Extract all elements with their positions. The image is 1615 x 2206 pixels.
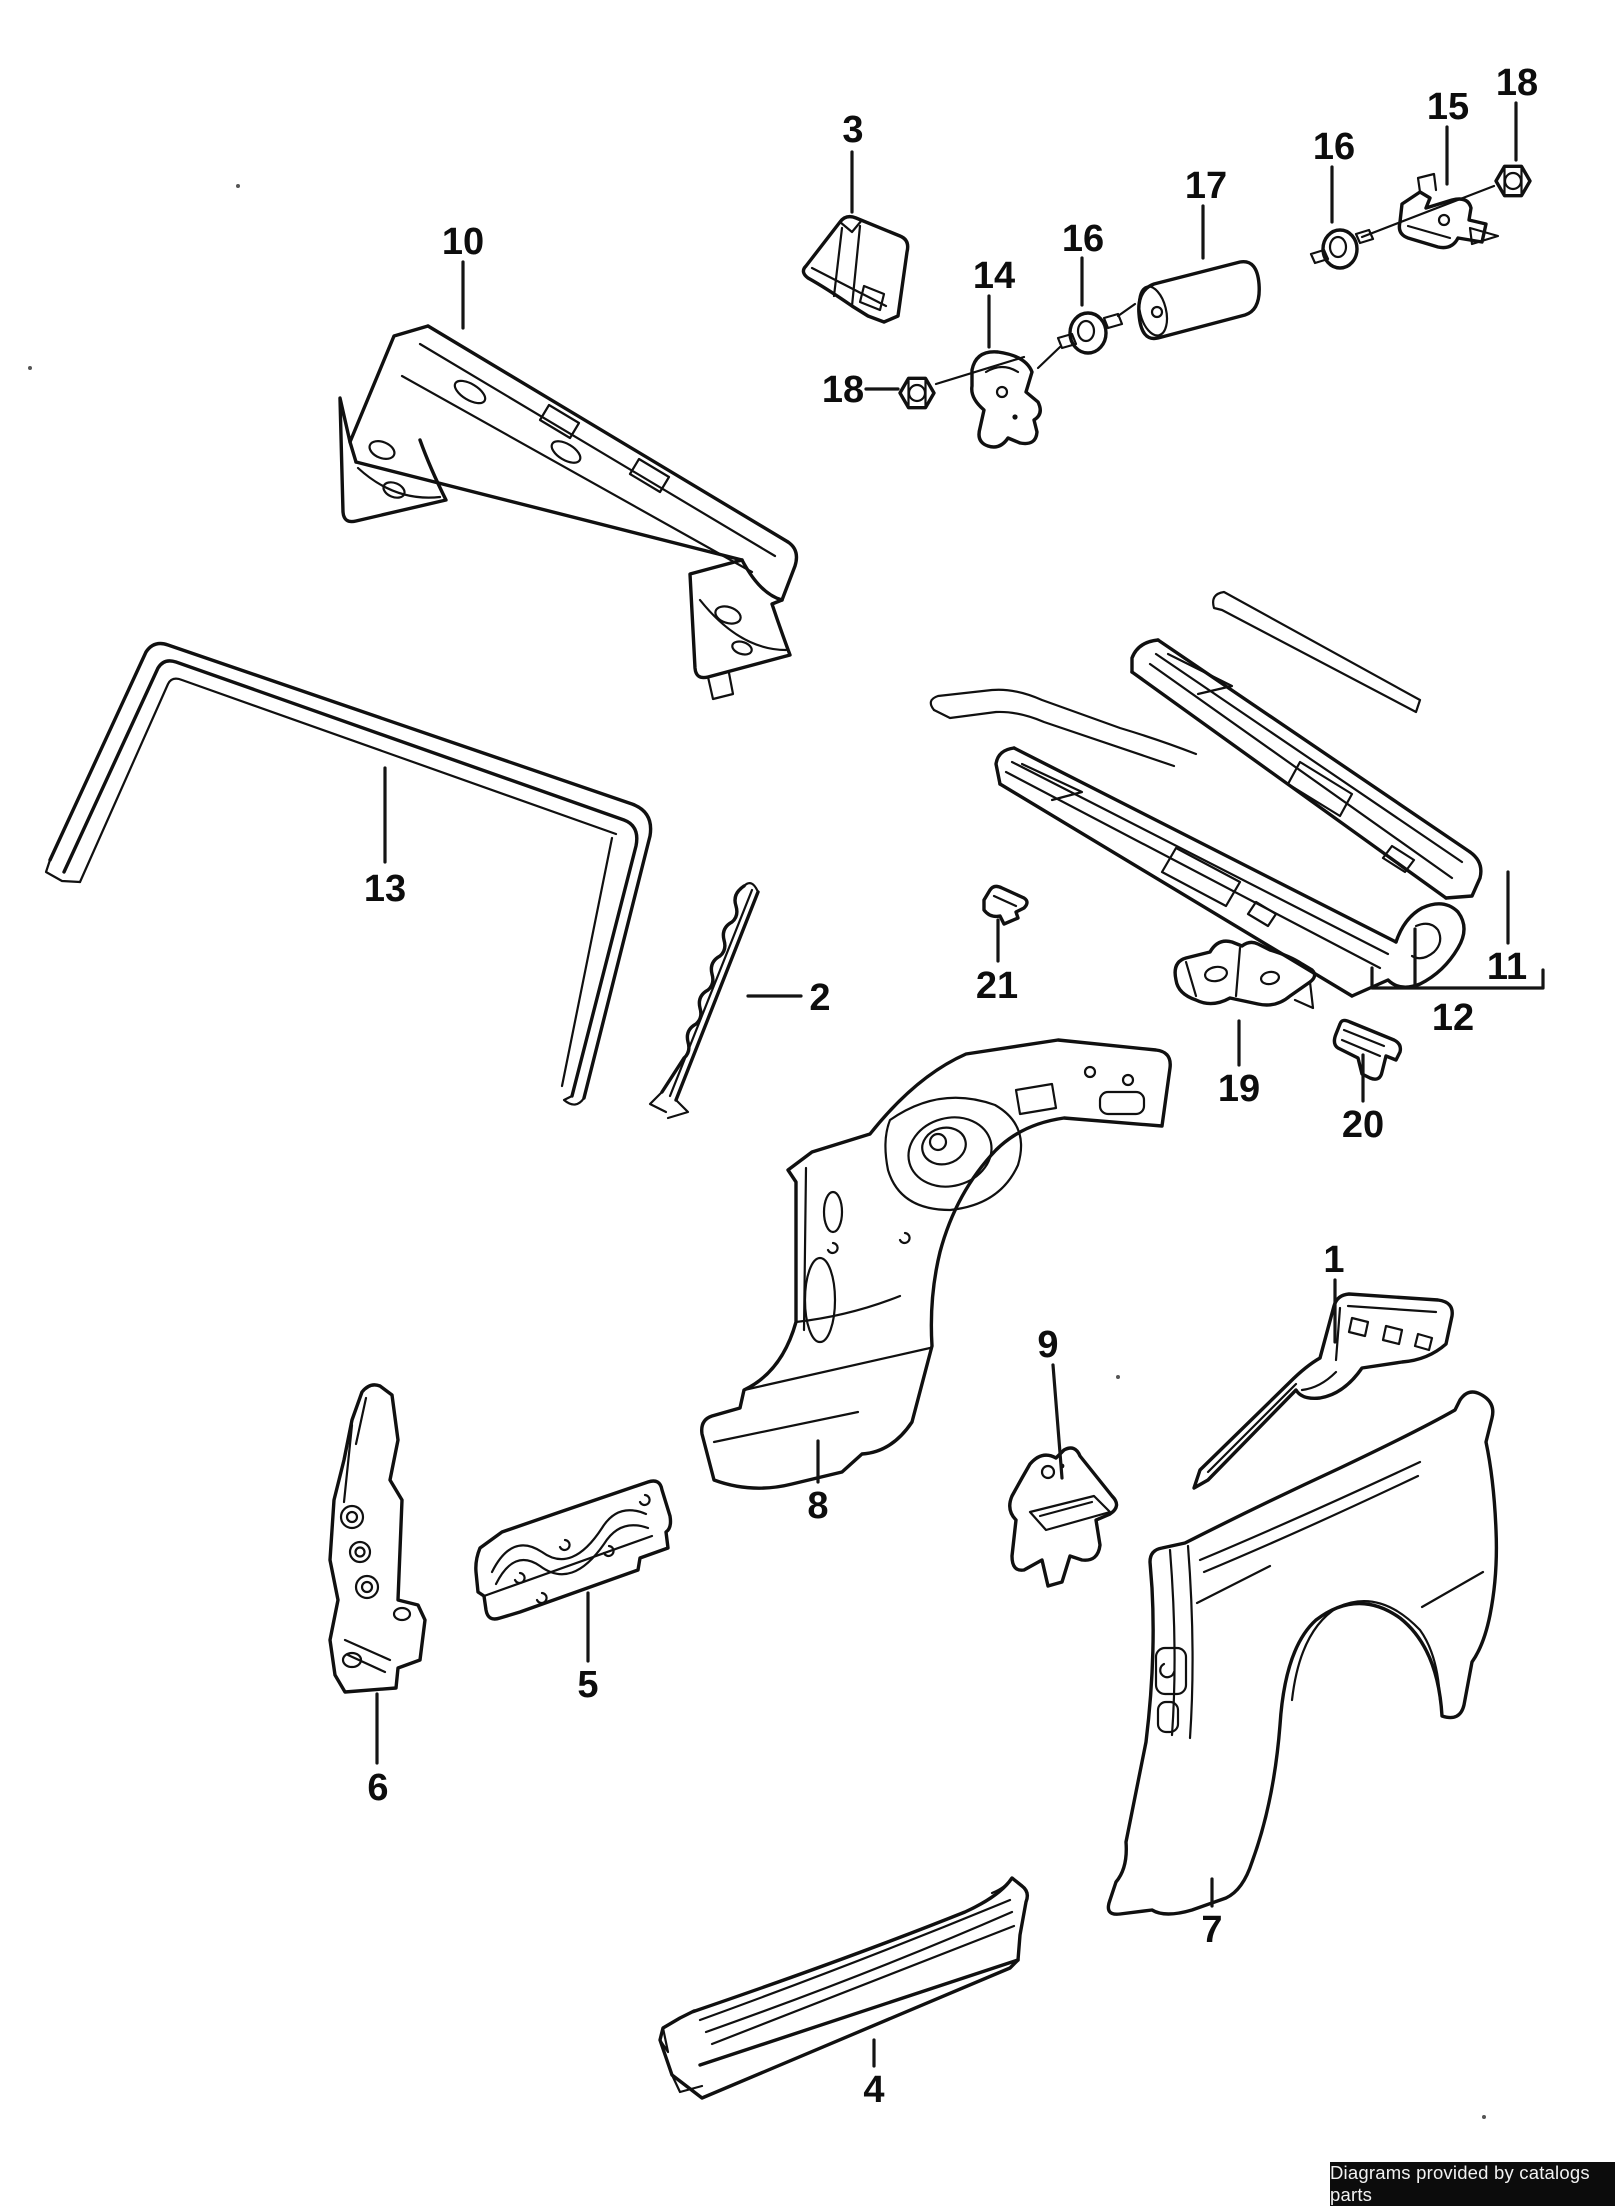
callout-7: 7 [1201, 1877, 1223, 1951]
svg-text:6: 6 [367, 1767, 388, 1809]
callout-16-right: 16 [1313, 126, 1355, 224]
callout-15: 15 [1427, 86, 1469, 186]
part-2-pillar-strip-drawing [648, 882, 760, 1120]
callout-4: 4 [863, 2038, 885, 2111]
callout-16-left: 16 [1062, 218, 1104, 307]
svg-text:15: 15 [1427, 86, 1469, 128]
watermark-text: Diagrams provided by catalogs parts [1330, 2162, 1590, 2205]
part-16-grommet-left-drawing [1056, 311, 1124, 355]
callout-17: 17 [1185, 165, 1227, 260]
svg-text:10: 10 [442, 221, 484, 263]
svg-text:11: 11 [1487, 946, 1527, 988]
svg-text:8: 8 [807, 1485, 828, 1527]
svg-text:19: 19 [1218, 1068, 1260, 1110]
svg-text:9: 9 [1037, 1324, 1058, 1366]
part-9-bracket-drawing [1008, 1446, 1119, 1588]
part-5-bracket-drawing [474, 1479, 673, 1621]
part-17-sleeve-drawing [1137, 259, 1261, 341]
svg-text:21: 21 [976, 965, 1018, 1007]
part-18-nut-top-drawing [1494, 164, 1532, 198]
svg-text:14: 14 [973, 255, 1015, 297]
svg-text:16: 16 [1062, 218, 1104, 260]
svg-text:4: 4 [863, 2069, 884, 2111]
callout-2: 2 [746, 977, 831, 1019]
callout-11: 11 [1487, 870, 1527, 988]
callout-18-top: 18 [1496, 62, 1538, 162]
svg-text:18: 18 [1496, 62, 1538, 104]
svg-text:13: 13 [364, 868, 406, 910]
part-21-clip-drawing [982, 884, 1029, 926]
callout-14: 14 [973, 255, 1015, 349]
part-3-bracket-drawing [801, 214, 910, 324]
part-18-nut-mid-drawing [898, 376, 936, 410]
svg-text:18: 18 [822, 369, 864, 411]
callout-9: 9 [1037, 1324, 1064, 1480]
part-4-sill-drawing [658, 1876, 1030, 2100]
callout-18-mid: 18 [822, 369, 900, 411]
part-6-hinge-pillar-drawing [328, 1383, 427, 1694]
svg-text:12: 12 [1432, 997, 1474, 1039]
svg-text:17: 17 [1185, 165, 1227, 207]
callout-20: 20 [1342, 1053, 1384, 1146]
callout-21: 21 [976, 918, 1018, 1007]
callout-5: 5 [577, 1591, 599, 1706]
part-20-clip-drawing [1332, 1018, 1403, 1081]
svg-text:20: 20 [1342, 1104, 1384, 1146]
callout-12: 12 [1370, 927, 1545, 1039]
part-10-crossmember-drawing [338, 324, 799, 701]
svg-text:16: 16 [1313, 126, 1355, 168]
part-15-bracket-drawing [1397, 172, 1500, 250]
part-19-bracket-drawing [1173, 939, 1317, 1010]
part-13-window-frame-drawing [44, 641, 653, 1106]
callout-1: 1 [1323, 1239, 1345, 1344]
callout-3: 3 [842, 109, 864, 214]
part-16-grommet-right-drawing [1309, 228, 1375, 270]
part-12-rail-drawing [929, 688, 1466, 998]
callout-10: 10 [442, 221, 484, 330]
svg-text:7: 7 [1201, 1909, 1222, 1951]
callout-19: 19 [1218, 1019, 1260, 1110]
svg-text:2: 2 [809, 977, 830, 1019]
svg-text:1: 1 [1323, 1239, 1344, 1281]
svg-text:3: 3 [842, 109, 863, 151]
svg-text:5: 5 [577, 1664, 598, 1706]
callout-8: 8 [807, 1439, 829, 1527]
callout-13: 13 [364, 766, 406, 910]
callouts: 3 10 14 16 17 16 15 18 [364, 62, 1545, 2111]
watermark-badge: Diagrams provided by catalogs parts [1330, 2162, 1615, 2206]
part-11-rail-drawing [1130, 590, 1483, 900]
assembly-axis-lines [934, 184, 1496, 386]
part-7-quarter-panel-drawing [1106, 1390, 1499, 1916]
callout-6: 6 [367, 1692, 389, 1809]
part-1-cowl-member-drawing [1192, 1292, 1454, 1490]
part-14-bracket-drawing [970, 350, 1042, 449]
part-8-inner-quarter-panel-drawing [700, 1038, 1172, 1490]
scan-artifact-dots [28, 184, 1486, 2119]
